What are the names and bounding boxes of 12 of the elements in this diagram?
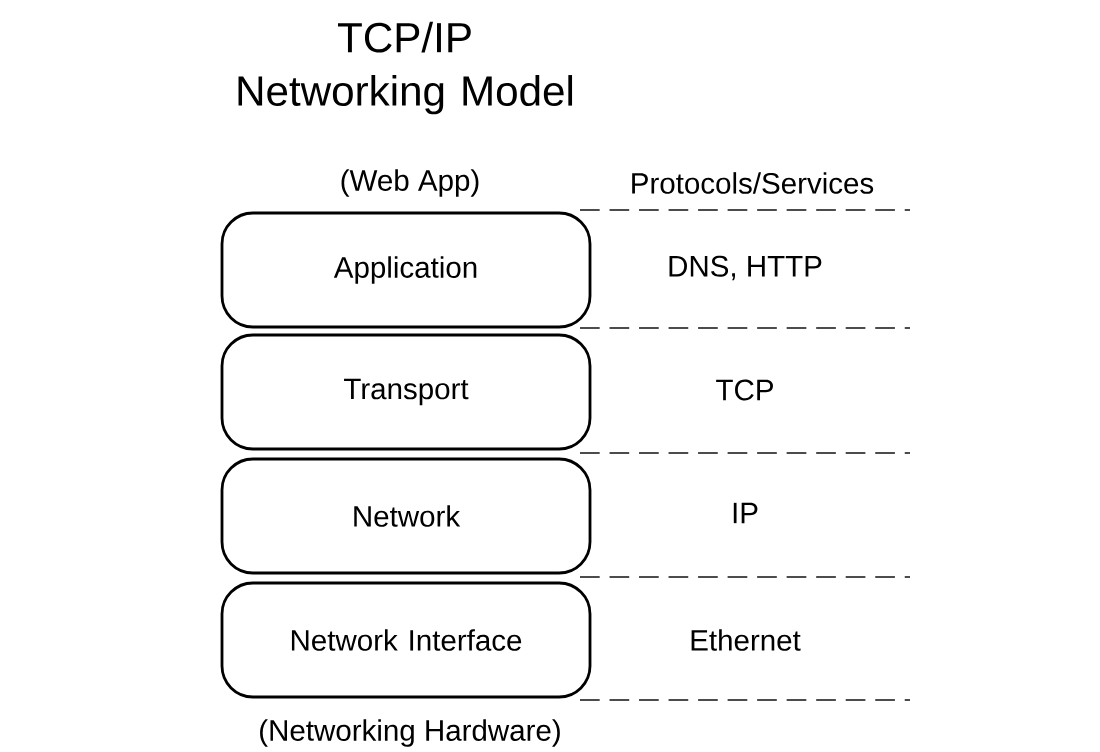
layer-label: Protocols/Services: [632, 172, 874, 194]
layer-box: Network Interface: [220, 581, 592, 699]
layer-label: Ethernet: [691, 629, 801, 651]
title: TCP/IP Networking Model: [238, 21, 573, 115]
layer-caption: (Networking Hardware): [260, 719, 560, 747]
layer-label: TCP: [716, 379, 773, 401]
layer-label: IP: [733, 502, 758, 524]
layer-box: Network: [220, 457, 592, 575]
layer-box: Application: [220, 211, 592, 329]
layer-caption: (Web App): [341, 169, 479, 197]
layer-box: Transport: [220, 333, 592, 451]
layer-label: DNS, HTTP: [669, 255, 822, 281]
